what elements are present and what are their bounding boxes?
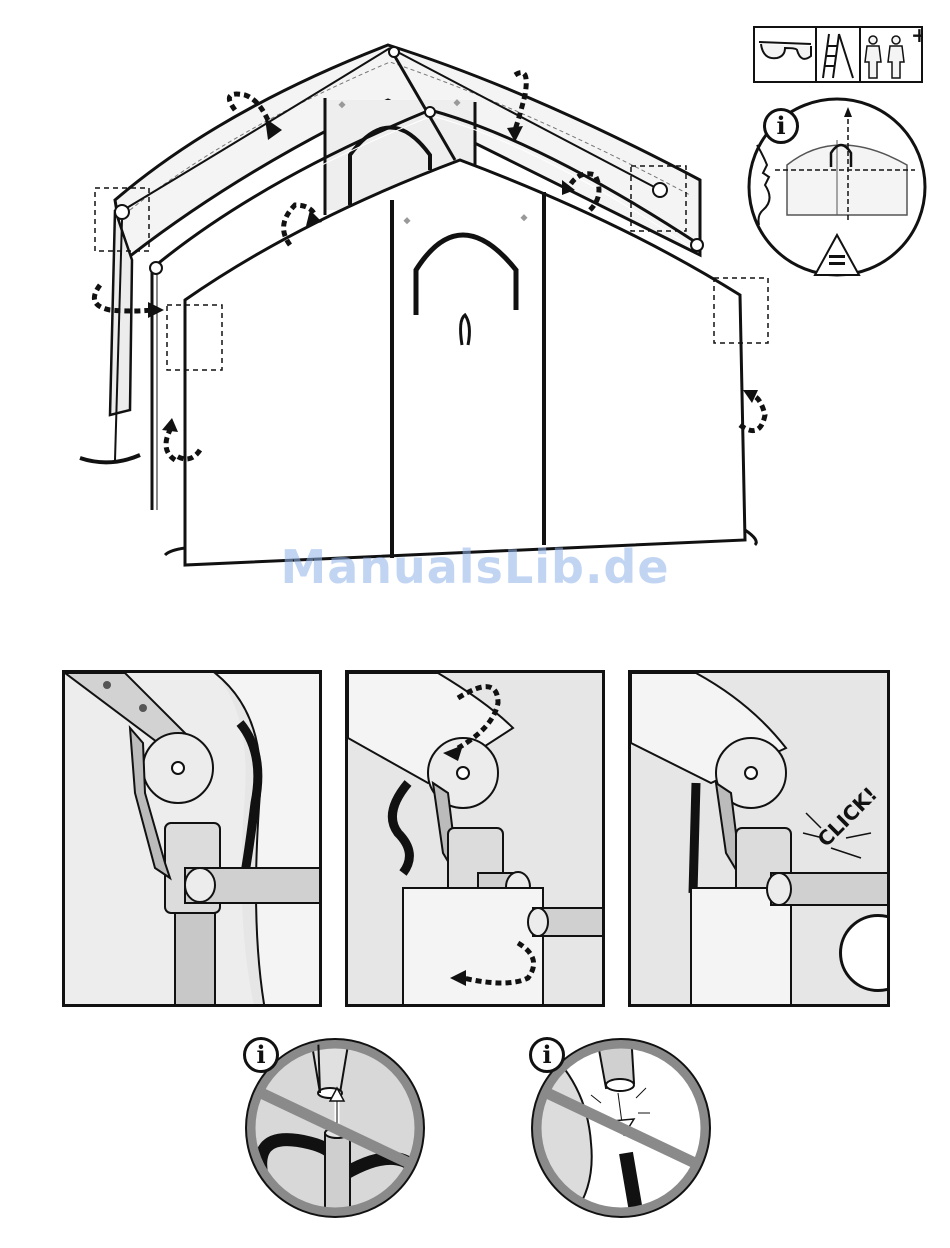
- detail-panel-3: CLICK!: [628, 670, 890, 1007]
- svg-text:+: +: [911, 26, 923, 47]
- watermark-text: ManualsLib.de: [280, 540, 669, 594]
- info-icon: i: [763, 108, 799, 144]
- info-letter: i: [776, 111, 785, 140]
- info-letter: i: [542, 1040, 551, 1069]
- watermark: ManualsLib.de: [0, 540, 950, 594]
- info-icon: i: [529, 1037, 565, 1073]
- click-callout: CLICK!: [813, 782, 882, 851]
- info-letter: i: [256, 1040, 265, 1069]
- safety-icons-strip: +: [753, 26, 923, 83]
- detail-panel-2: [345, 670, 605, 1007]
- tent-illustration: [60, 30, 780, 590]
- detail-panel-1: [62, 670, 322, 1007]
- info-icon: i: [243, 1037, 279, 1073]
